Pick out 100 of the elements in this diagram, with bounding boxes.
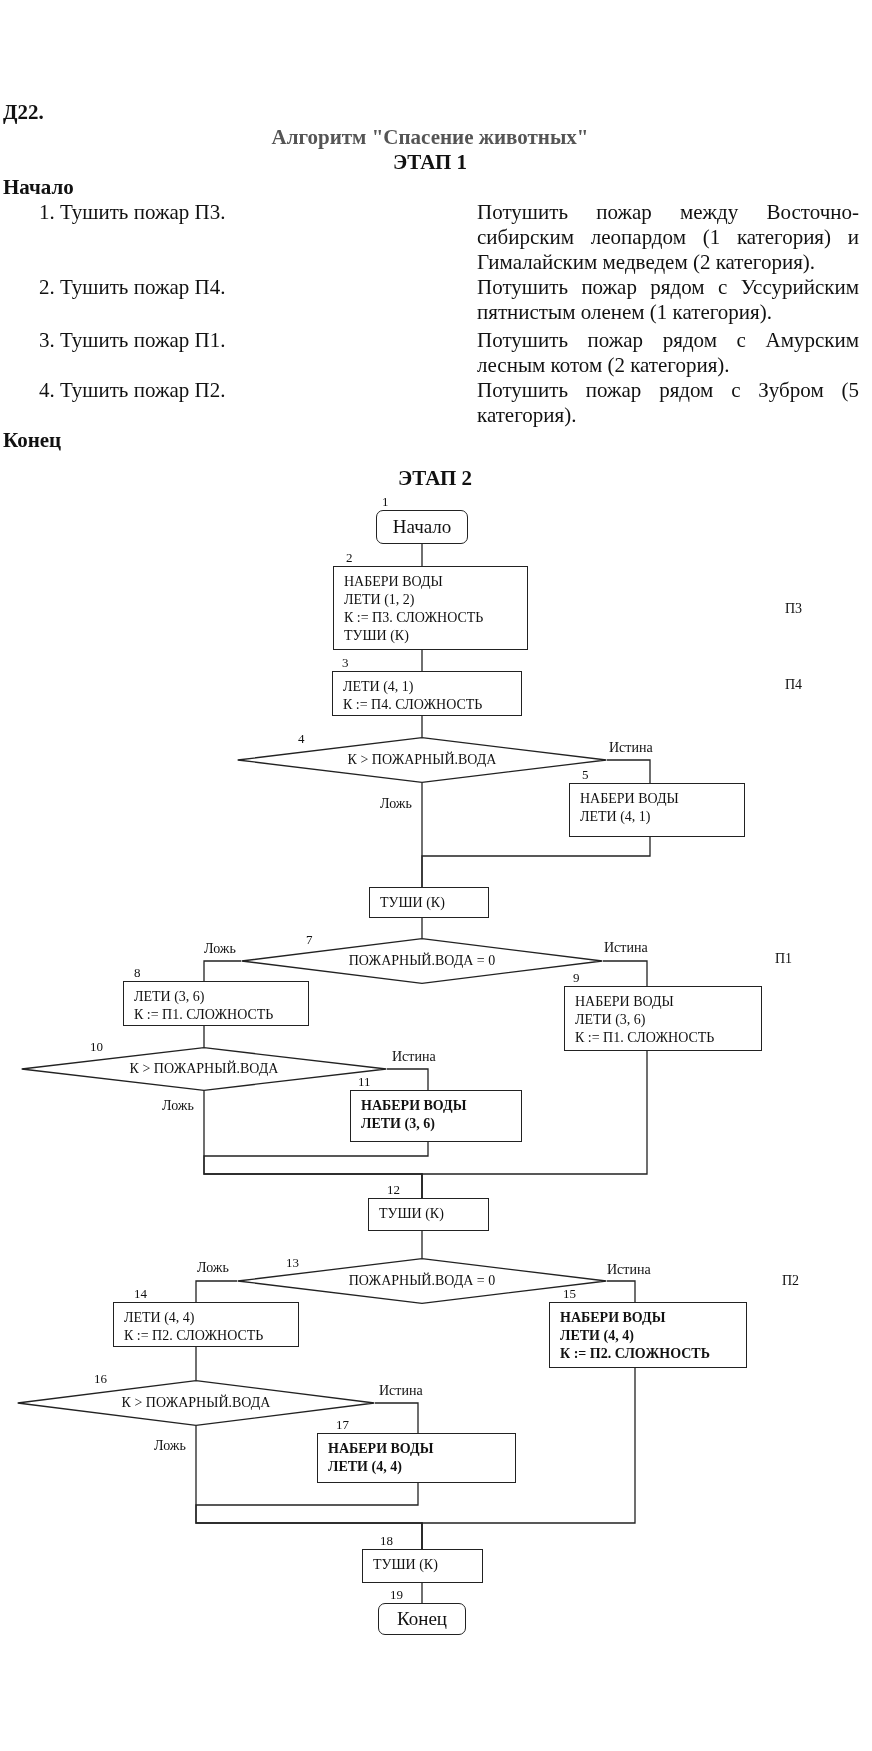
connector-line: [421, 1050, 648, 1199]
edge-label: Ложь: [154, 1438, 186, 1453]
process-box: [368, 1198, 489, 1231]
command-text: К := П1. СЛОЖНОСТЬ: [575, 1029, 716, 1047]
title: Алгоритм "Спасение животных": [271, 125, 589, 150]
connector-line: [421, 917, 423, 939]
process-box: [569, 783, 745, 837]
step-text: 1. Тушить пожар П3.: [39, 200, 226, 225]
block-number: 16: [94, 1372, 107, 1386]
block-number: 1: [382, 495, 389, 509]
command-text: ЛЕТИ (4, 1): [580, 808, 652, 826]
command-text: ЛЕТИ (3, 6): [575, 1011, 647, 1029]
edge-label: Ложь: [162, 1098, 194, 1113]
decision-diamond: [241, 938, 603, 984]
step-description: Потушить пожар рядом с Уссурийским пятнистым оленем (1 категория).: [477, 275, 859, 325]
connector-line: [421, 649, 423, 672]
command-text: ТУШИ (К): [380, 894, 446, 912]
command-text: ЛЕТИ (3, 6): [361, 1115, 436, 1133]
step-text: 2. Тушить пожар П4.: [39, 275, 226, 300]
command-text: К := П2. СЛОЖНОСТЬ: [560, 1345, 711, 1363]
condition-text: К > ПОЖАРНЫЙ.ВОДА: [121, 1394, 271, 1412]
command-text: К := П1. СЛОЖНОСТЬ: [134, 1006, 275, 1024]
algorithm-end-text: Конец: [3, 428, 62, 453]
command-text: К := П2. СЛОЖНОСТЬ: [124, 1327, 265, 1345]
process-box: [564, 986, 762, 1051]
decision-diamond: [237, 737, 607, 783]
connector-line: [374, 1402, 419, 1434]
command-text: ТУШИ (К): [344, 627, 410, 645]
block-number: 13: [286, 1256, 299, 1270]
process-box: [362, 1549, 483, 1583]
block-number: 5: [582, 768, 589, 782]
block-number: 3: [342, 656, 349, 670]
command-text: ЛЕТИ (3, 6): [134, 988, 206, 1006]
algorithm-start-text: Начало: [3, 175, 74, 200]
edge-label: Ложь: [380, 796, 412, 811]
edge-label: Ложь: [204, 941, 236, 956]
command-text: ЛЕТИ (4, 4): [124, 1309, 196, 1327]
process-box: [350, 1090, 522, 1142]
command-text: НАБЕРИ ВОДЫ: [328, 1440, 435, 1458]
process-box: [369, 887, 489, 918]
fire-label: П3: [785, 600, 803, 618]
command-text: ЛЕТИ (4, 4): [328, 1458, 403, 1476]
block-number: 18: [380, 1534, 393, 1548]
problem-number: Д22.: [3, 100, 44, 125]
process-box: [332, 671, 522, 716]
terminal-text: Конец: [397, 1608, 447, 1630]
process-box: [317, 1433, 516, 1483]
command-text: НАБЕРИ ВОДЫ: [575, 993, 675, 1011]
command-text: ТУШИ (К): [373, 1556, 439, 1574]
command-text: К := П3. СЛОЖНОСТЬ: [344, 609, 485, 627]
connector-line: [421, 836, 651, 888]
edge-label: Истина: [392, 1049, 436, 1064]
command-text: НАБЕРИ ВОДЫ: [560, 1309, 667, 1327]
command-text: НАБЕРИ ВОДЫ: [580, 790, 680, 808]
process-box: [123, 981, 309, 1026]
connector-line: [421, 715, 423, 738]
process-box: [113, 1302, 299, 1347]
terminal-box: [376, 510, 468, 544]
connector-line: [421, 543, 423, 567]
edge-label: Истина: [604, 940, 648, 955]
block-number: 9: [573, 971, 580, 985]
step-description: Потушить пожар рядом с Амурским лесным котом (2 категория).: [477, 328, 859, 378]
block-number: 2: [346, 551, 353, 565]
connector-line: [421, 1582, 423, 1604]
connector-line: [195, 1346, 197, 1381]
connector-line: [421, 1230, 423, 1259]
process-box: [549, 1302, 747, 1368]
command-text: НАБЕРИ ВОДЫ: [344, 573, 444, 591]
process-box: [333, 566, 528, 650]
block-number: 15: [563, 1287, 576, 1301]
terminal-text: Начало: [392, 516, 452, 538]
fire-label: П4: [785, 676, 803, 694]
connector-line: [195, 1280, 238, 1303]
block-number: 4: [298, 732, 305, 746]
command-text: ЛЕТИ (4, 1): [343, 678, 415, 696]
edge-label: Истина: [609, 740, 653, 755]
connector-line: [602, 960, 648, 987]
connector-line: [203, 960, 242, 982]
connector-line: [606, 1280, 636, 1303]
command-text: ТУШИ (К): [379, 1205, 445, 1223]
fire-label: П1: [775, 950, 793, 968]
stage-heading: ЭТАП 2: [398, 466, 472, 491]
block-number: 12: [387, 1183, 400, 1197]
fire-label: П2: [782, 1272, 800, 1290]
condition-text: ПОЖАРНЫЙ.ВОДА = 0: [348, 1272, 496, 1290]
command-text: НАБЕРИ ВОДЫ: [361, 1097, 468, 1115]
connector-line: [203, 1025, 205, 1048]
connector-line: [386, 1068, 429, 1091]
block-number: 11: [358, 1075, 371, 1089]
step-description: Потушить пожар рядом с Зубром (5 категория).: [477, 378, 859, 428]
command-text: ЛЕТИ (4, 4): [560, 1327, 635, 1345]
command-text: ЛЕТИ (1, 2): [344, 591, 416, 609]
edge-label: Ложь: [197, 1260, 229, 1275]
condition-text: К > ПОЖАРНЫЙ.ВОДА: [347, 751, 497, 769]
step-text: 4. Тушить пожар П2.: [39, 378, 226, 403]
block-number: 7: [306, 933, 313, 947]
command-text: К := П4. СЛОЖНОСТЬ: [343, 696, 484, 714]
connector-line: [606, 759, 651, 784]
decision-diamond: [237, 1258, 607, 1304]
condition-text: ПОЖАРНЫЙ.ВОДА = 0: [348, 952, 496, 970]
